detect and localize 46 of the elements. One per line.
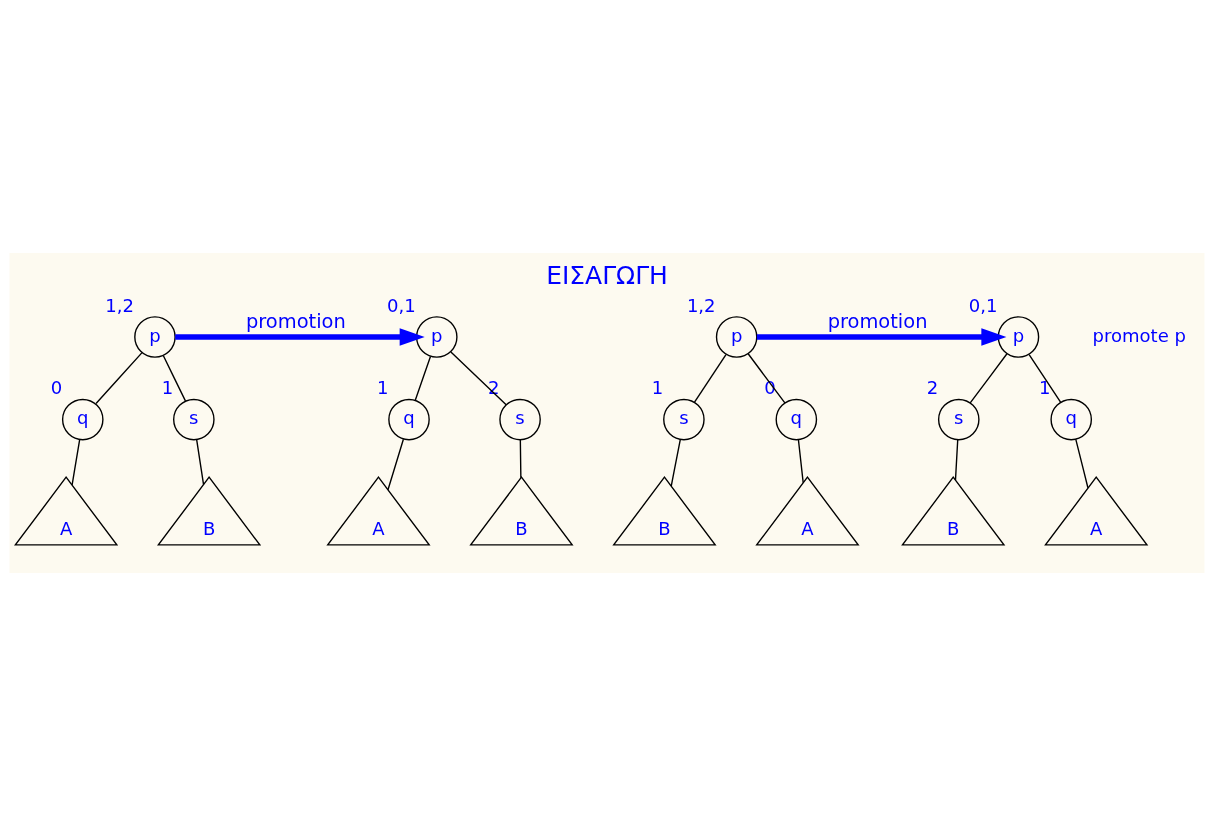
- connector: [747, 353, 786, 404]
- connector: [797, 439, 804, 484]
- connector: [387, 438, 405, 491]
- connector: [969, 353, 1008, 404]
- connector: [519, 439, 522, 479]
- arrow: [175, 328, 425, 346]
- diagram-title: ΕΙΣΑΓΩΓΗ: [546, 261, 668, 291]
- node-circle: p: [415, 316, 458, 358]
- node-circle: s: [173, 398, 215, 441]
- node-circle: q: [61, 398, 104, 441]
- node-label: 1: [161, 377, 174, 399]
- node-label: 1: [1039, 377, 1051, 399]
- node-circle: q: [1050, 398, 1093, 441]
- node-label: 2: [487, 377, 500, 399]
- connector: [162, 355, 187, 402]
- connector: [954, 439, 959, 481]
- connector: [95, 351, 143, 405]
- node-circle: s: [499, 398, 541, 441]
- connector: [196, 439, 205, 486]
- connector: [71, 439, 81, 486]
- edge-label: promotion: [245, 309, 346, 333]
- node-circle: s: [663, 398, 705, 441]
- connector: [450, 351, 507, 406]
- connector: [414, 355, 432, 401]
- node-label: 1,2: [105, 294, 134, 316]
- node-label: 0,1: [387, 294, 416, 316]
- node-circle: p: [134, 316, 176, 358]
- connector: [1075, 438, 1089, 489]
- node-label: 0: [764, 377, 776, 399]
- node-circle: q: [775, 398, 818, 441]
- node-circle: q: [388, 398, 430, 441]
- node-label: 0: [50, 377, 63, 399]
- label: promote p: [1092, 324, 1186, 346]
- arrow: [756, 328, 1007, 346]
- node-label: 1,2: [686, 294, 716, 316]
- edge-label: promotion: [827, 309, 928, 333]
- node-label: 2: [926, 377, 939, 399]
- node-circle: s: [937, 398, 980, 441]
- node-label: 1: [376, 377, 389, 399]
- node-label: 0,1: [968, 294, 998, 316]
- connector: [670, 439, 681, 487]
- node-label: 1: [651, 377, 664, 399]
- node-circle: p: [715, 316, 758, 358]
- connector: [1028, 353, 1062, 403]
- connector: [693, 353, 727, 403]
- node-circle: p: [997, 316, 1040, 358]
